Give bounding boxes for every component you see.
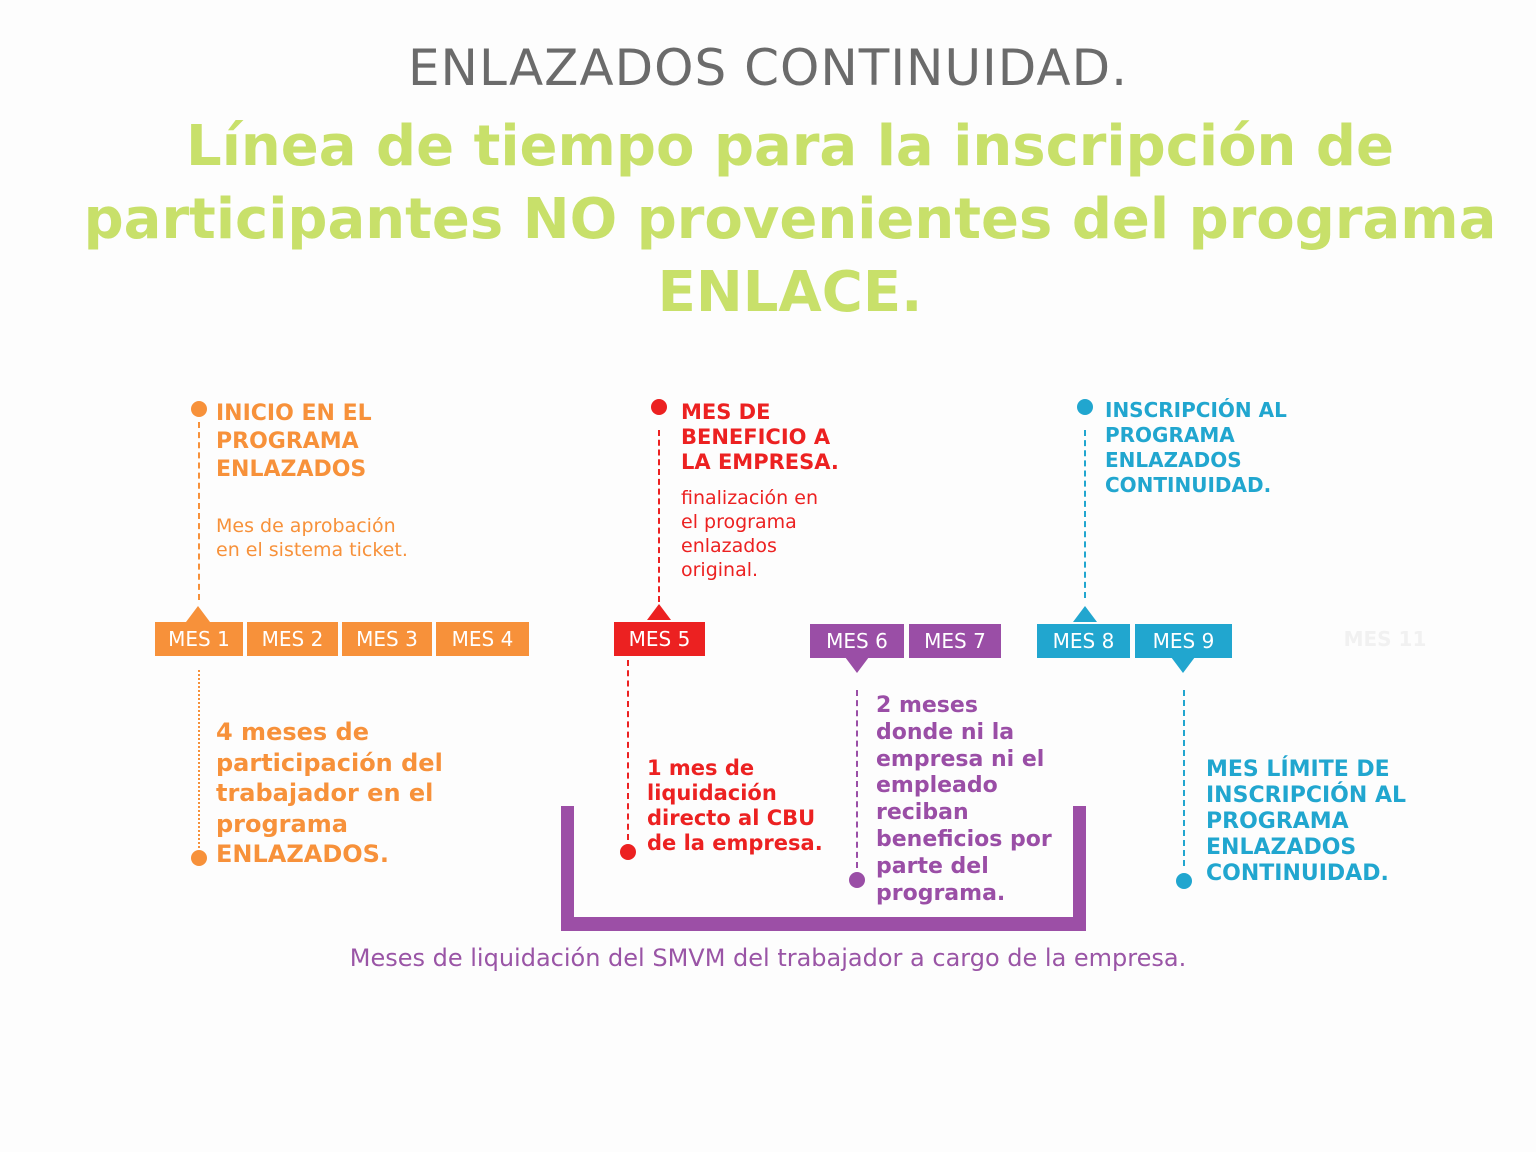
bracket-caption: Meses de liquidación del SMVM del trabaj…	[349, 944, 1187, 972]
limite-line: ENLAZADOS	[1206, 835, 1357, 860]
beneficio-connector	[658, 430, 660, 602]
month-mes-7: MES 7	[909, 624, 1001, 658]
participacion-line: participación del	[216, 748, 443, 777]
beneficio-title-line: MES DE	[681, 400, 771, 424]
liquidacion-connector	[627, 660, 629, 840]
inscripcion-title-line: INSCRIPCIÓN AL	[1105, 398, 1287, 422]
participacion-dot	[191, 850, 207, 866]
inscripcion-title-line: ENLAZADOS	[1105, 448, 1242, 472]
liquidacion-dot	[620, 844, 636, 860]
liquidation-bracket-right	[1073, 806, 1086, 931]
participacion-line: programa	[216, 809, 348, 838]
limite-line: MES LÍMITE DE	[1206, 757, 1390, 782]
title-line: participantes NO provenientes del progra…	[83, 187, 1497, 252]
beneficio-description: finalización en el programa enlazados or…	[681, 486, 818, 582]
beneficio-desc-line: finalización en	[681, 487, 818, 509]
liquidacion-line: liquidación	[647, 781, 777, 805]
sin-beneficios-line: 2 meses	[876, 693, 978, 718]
page-title: Línea de tiempo para la inscripción de p…	[60, 110, 1520, 329]
mes5-pointer	[647, 604, 671, 620]
beneficio-dot	[651, 399, 667, 415]
mes1-pointer	[186, 606, 210, 622]
sin-beneficios-line: parte del	[876, 853, 989, 879]
limite-dot	[1176, 873, 1192, 889]
inicio-desc-line: en el sistema ticket.	[216, 539, 408, 561]
sin-beneficios-line: empresa ni el	[876, 746, 1045, 772]
month-mes-11-faded: MES 11	[1343, 627, 1427, 651]
liquidacion-line: 1 mes de	[647, 756, 755, 780]
participacion-line: trabajador en el	[216, 779, 434, 807]
inscripcion-connector	[1084, 430, 1086, 598]
inicio-desc-line: Mes de aprobación	[216, 515, 396, 537]
inicio-title-line: PROGRAMA	[216, 429, 359, 454]
sin-beneficios-dot	[849, 872, 865, 888]
month-mes-1: MES 1	[155, 622, 243, 656]
sin-beneficios-line: programa.	[876, 880, 1006, 906]
month-mes-3: MES 3	[342, 622, 432, 656]
sin-beneficios-line: reciban	[876, 800, 969, 826]
liquidacion-line: directo al CBU	[647, 806, 816, 830]
beneficio-title-line: LA EMPRESA.	[681, 450, 839, 474]
title-line: Línea de tiempo para la inscripción de	[186, 114, 1394, 179]
beneficio-desc-line: el programa	[681, 511, 797, 533]
month-mes-5: MES 5	[614, 622, 705, 656]
month-mes-8: MES 8	[1037, 624, 1130, 658]
liquidation-bracket-bottom	[561, 917, 1086, 931]
limite-line: PROGRAMA	[1206, 809, 1349, 834]
beneficio-title: MES DE BENEFICIO A LA EMPRESA.	[681, 400, 839, 475]
sin-beneficios-text: 2 meses donde ni la empresa ni el emplea…	[876, 693, 1052, 907]
inscripcion-title-line: CONTINUIDAD.	[1105, 473, 1272, 497]
sin-beneficios-line: beneficios por	[876, 826, 1052, 852]
liquidacion-text: 1 mes de liquidación directo al CBU de l…	[647, 756, 823, 856]
inicio-title-line: ENLAZADOS	[216, 457, 367, 482]
mes6-pointer	[845, 657, 869, 673]
beneficio-desc-line: enlazados	[681, 535, 777, 557]
liquidacion-line: de la empresa.	[647, 831, 823, 855]
sin-beneficios-connector	[856, 690, 858, 868]
month-mes-6: MES 6	[810, 624, 904, 658]
sin-beneficios-line: donde ni la	[876, 719, 1015, 745]
sin-beneficios-line: empleado	[876, 773, 998, 799]
participacion-text: 4 meses de participación del trabajador …	[216, 717, 443, 870]
beneficio-title-line: BENEFICIO A	[681, 425, 831, 449]
inicio-title-line: INICIO EN EL	[216, 401, 372, 426]
month-mes-9: MES 9	[1135, 624, 1232, 658]
month-mes-2: MES 2	[247, 622, 338, 656]
inicio-description: Mes de aprobación en el sistema ticket.	[216, 514, 408, 562]
limite-line: CONTINUIDAD.	[1206, 861, 1389, 886]
inscripcion-title: INSCRIPCIÓN AL PROGRAMA ENLAZADOS CONTIN…	[1105, 398, 1287, 498]
limite-connector	[1183, 690, 1185, 866]
limite-line: INSCRIPCIÓN AL	[1206, 783, 1406, 808]
mes9-pointer	[1171, 657, 1195, 673]
inscripcion-dot	[1077, 399, 1093, 415]
month-mes-4: MES 4	[436, 622, 529, 656]
participacion-line: ENLAZADOS.	[216, 840, 390, 868]
beneficio-desc-line: original.	[681, 559, 759, 581]
inicio-dot	[191, 401, 207, 417]
inicio-connector	[198, 422, 200, 600]
mes8-pointer	[1073, 606, 1097, 622]
title-line: ENLACE.	[657, 260, 923, 325]
page-subtitle: ENLAZADOS CONTINUIDAD.	[407, 39, 1129, 97]
liquidation-bracket-left	[561, 806, 574, 931]
inicio-title: INICIO EN EL PROGRAMA ENLAZADOS	[216, 400, 372, 484]
participacion-line: 4 meses de	[216, 718, 369, 746]
limite-text: MES LÍMITE DE INSCRIPCIÓN AL PROGRAMA EN…	[1206, 757, 1406, 887]
inscripcion-title-line: PROGRAMA	[1105, 423, 1235, 447]
participacion-connector	[198, 670, 200, 848]
